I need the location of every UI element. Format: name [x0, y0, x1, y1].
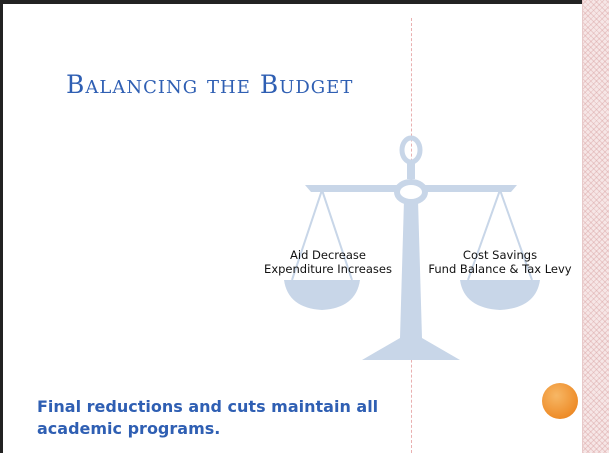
balance-scale-icon: [284, 135, 540, 360]
right-pan-line-1: Cost Savings: [462, 248, 538, 262]
right-pan-label: Cost Savings Fund Balance & Tax Levy: [420, 248, 580, 276]
left-pan-line-1: Aid Decrease: [290, 248, 366, 262]
left-pan-label: Aid Decrease Expenditure Increases: [248, 248, 408, 276]
slide-left-border: [0, 0, 3, 453]
decorative-side-strip: [582, 0, 609, 453]
slide-top-border: [0, 0, 609, 4]
left-pan-line-2: Expenditure Increases: [264, 262, 392, 276]
right-pan-line-2: Fund Balance & Tax Levy: [428, 262, 572, 276]
slide-title: Balancing the Budget: [66, 70, 354, 99]
orange-circle-icon: [542, 383, 578, 419]
summary-statement: Final reductions and cuts maintain all a…: [37, 397, 379, 438]
